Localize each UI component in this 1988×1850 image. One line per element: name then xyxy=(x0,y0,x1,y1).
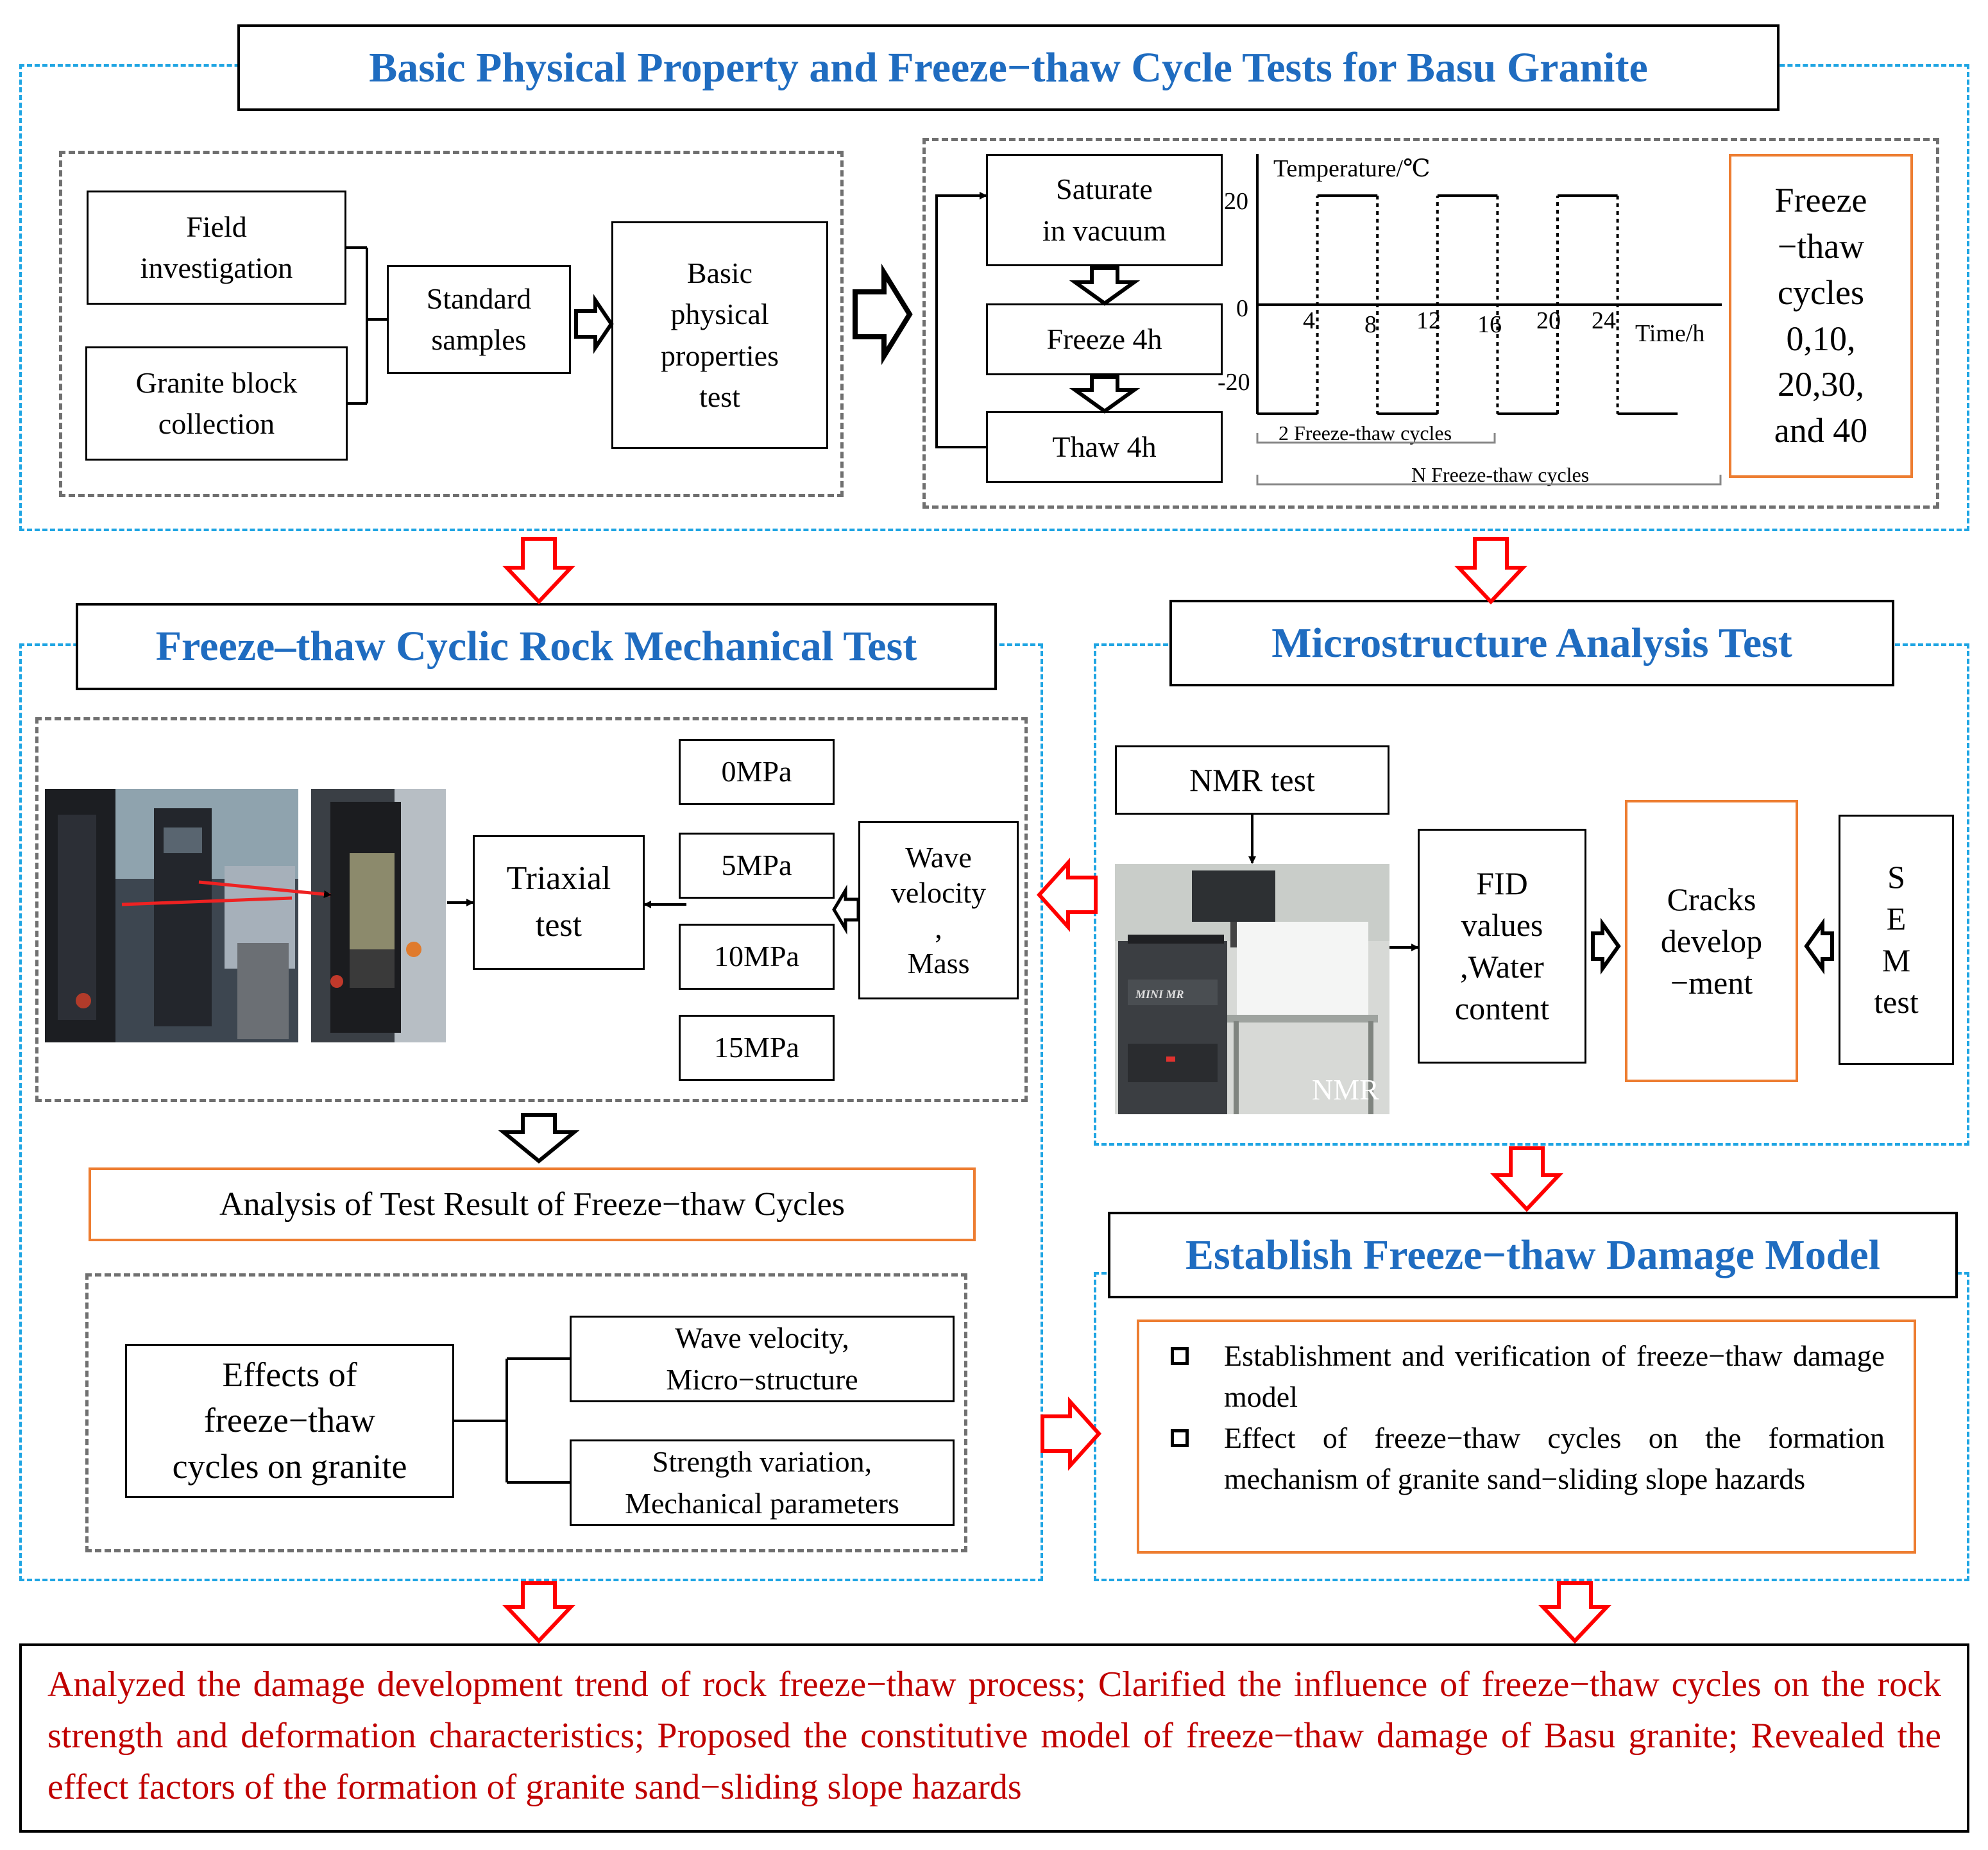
nmr-instrument-photo xyxy=(1115,864,1389,1114)
conclusion-box: Analyzed the damage development trend of… xyxy=(19,1643,1969,1833)
cycles-box: Freeze −thaw cycles 0,10, 20,30, and 40 xyxy=(1729,154,1913,478)
damage-list-box xyxy=(1137,1320,1916,1554)
chart-bracket-2-label: 2 Freeze-thaw cycles xyxy=(1279,421,1452,445)
chart-brackets xyxy=(1256,433,1722,486)
red-arrow-micro-to-damage xyxy=(1490,1146,1563,1212)
arrow-saturate-to-freeze xyxy=(1069,266,1141,306)
chart-y-tick-20: 20 xyxy=(1224,188,1248,215)
red-arrow-micro-to-mechanical xyxy=(1036,858,1098,932)
field-investigation-box: Field investigation xyxy=(87,191,346,305)
red-arrow-mechanical-to-conclusion xyxy=(502,1581,575,1644)
test-machine-photo-2 xyxy=(311,789,446,1042)
red-arrow-mechanical-to-damage xyxy=(1041,1396,1102,1471)
freeze-thaw-group xyxy=(922,138,1939,509)
nmr-photo-label: NMR xyxy=(1312,1073,1379,1106)
saturate-box: Saturate in vacuum xyxy=(986,154,1223,266)
analysis-box: Analysis of Test Result of Freeze−thaw C… xyxy=(89,1167,976,1241)
freeze-box: Freeze 4h xyxy=(986,303,1223,375)
mini-mr-label: MINI MR xyxy=(1135,988,1184,1001)
arrow-fid-to-cracks xyxy=(1591,917,1621,975)
strength-box: Strength variation, Mechanical parameter… xyxy=(570,1439,955,1526)
red-arrow-to-micro xyxy=(1454,537,1527,605)
effects-group xyxy=(85,1273,967,1552)
effects-box: Effects of freeze−thaw cycles on granite xyxy=(125,1344,454,1498)
test-machine-photo-1 xyxy=(45,789,298,1042)
arrow-to-freeze-thaw-group xyxy=(853,263,913,366)
arrow-wave-to-pressure xyxy=(832,884,860,935)
granite-block-box: Granite block collection xyxy=(85,346,348,461)
pressure-10mpa-box: 10MPa xyxy=(679,924,835,990)
chart-bracket-n-label: N Freeze-thaw cycles xyxy=(1411,463,1590,486)
cracks-development-box: Cracks develop −ment xyxy=(1625,800,1798,1082)
pressure-5mpa-box: 5MPa xyxy=(679,833,835,899)
title-basic-tests: Basic Physical Property and Freeze−thaw … xyxy=(237,24,1780,111)
chart-y-tick-0: 0 xyxy=(1236,295,1248,322)
bullet-square-2 xyxy=(1171,1429,1189,1447)
thaw-box: Thaw 4h xyxy=(986,411,1223,483)
nmr-test-box: NMR test xyxy=(1115,745,1389,815)
title-damage-model: Establish Freeze−thaw Damage Model xyxy=(1108,1212,1958,1298)
temperature-chart xyxy=(1256,154,1722,414)
damage-bullet-2: Effect of freeze−thaw cycles on the form… xyxy=(1224,1421,1885,1495)
chart-y-tick-neg20: -20 xyxy=(1218,369,1250,396)
wave-mass-box: Wave velocity , Mass xyxy=(858,821,1019,999)
damage-bullet-1: Establishment and verification of freeze… xyxy=(1224,1339,1885,1413)
wave-micro-box: Wave velocity, Micro−structure xyxy=(570,1316,955,1402)
chart-x-tick-24: 24 xyxy=(1592,307,1616,334)
chart-x-tick-4: 4 xyxy=(1303,307,1315,334)
chart-x-label: Time/h xyxy=(1635,320,1705,347)
preparation-bracket xyxy=(346,246,387,405)
preparation-group xyxy=(59,151,844,497)
sem-test-box: S E M test xyxy=(1839,815,1954,1065)
effects-bracket xyxy=(454,1357,570,1484)
chart-y-label: Temperature/℃ xyxy=(1273,155,1431,182)
chart-x-tick-8: 8 xyxy=(1364,311,1377,338)
arrow-sem-to-cracks xyxy=(1804,917,1834,975)
red-arrow-to-mechanical xyxy=(502,537,575,605)
temperature-series xyxy=(1257,194,1678,415)
fid-box: FID values ,Water content xyxy=(1418,829,1586,1064)
chart-x-tick-16: 16 xyxy=(1477,311,1502,338)
pressure-15mpa-box: 15MPa xyxy=(679,1015,835,1081)
bullet-square-1 xyxy=(1171,1347,1189,1365)
arrow-freeze-to-thaw xyxy=(1069,375,1141,414)
cycle-loop-line xyxy=(935,192,987,448)
arrow-to-analysis xyxy=(498,1113,580,1164)
arrow-samples-to-basic xyxy=(574,294,614,354)
basic-physical-box: Basic physical properties test xyxy=(611,221,828,449)
photo-red-arrow xyxy=(198,880,332,899)
triaxial-test-box: Triaxial test xyxy=(473,835,645,970)
mechanical-group xyxy=(35,717,1028,1102)
pressure-0mpa-box: 0MPa xyxy=(679,739,835,805)
title-microstructure: Microstructure Analysis Test xyxy=(1169,600,1894,686)
red-arrow-damage-to-conclusion xyxy=(1538,1581,1611,1644)
standard-samples-box: Standard samples xyxy=(387,265,571,374)
title-mechanical-test: Freeze–thaw Cyclic Rock Mechanical Test xyxy=(76,603,997,690)
